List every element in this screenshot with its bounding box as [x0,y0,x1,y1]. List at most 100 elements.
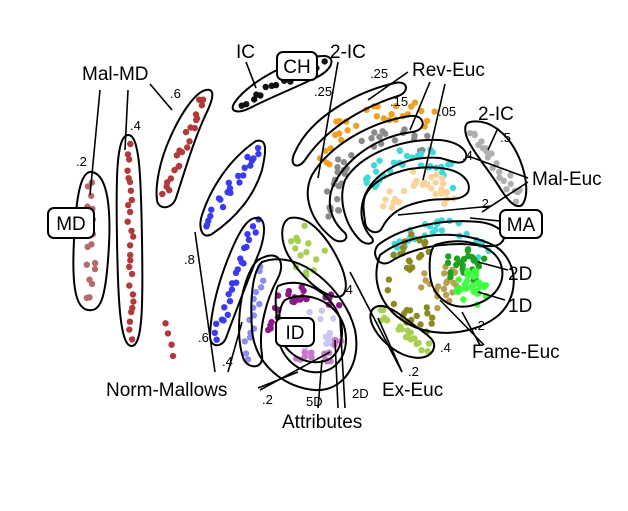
ic2-top-point [418,107,425,115]
mal-md-4-outline [115,134,144,347]
attributes-leader-2 [334,339,339,409]
ex-euc-upper-point [292,245,299,252]
attributes-lavender-point [330,315,337,322]
rev-peach-point [433,171,440,179]
norm-4-point [246,334,254,341]
attributes-lavender-point [322,333,330,340]
norm-8-outline [199,139,267,237]
mal-md-6-point [196,96,203,103]
one-d-label: 1D [508,296,532,317]
rev-peach-point [424,181,431,188]
ic2-gray-point [334,164,341,171]
ic-leader [245,61,257,89]
maleuc-4-param: .4 [462,148,473,163]
norm-light-outline [274,281,343,364]
rev-05-param: .05 [438,104,456,119]
ic2-top-point [338,136,345,144]
fame-olive-point [385,276,393,283]
ma-label-box [499,209,543,239]
fame-olive-light-point [434,304,441,312]
fame-green-dark-point [444,259,452,266]
norm-4-point [256,300,263,308]
fame-olive-point [413,312,420,320]
gray-right-outline [464,120,528,208]
cyan-arc-point [372,168,380,175]
ic2-gray-point [382,130,389,137]
cyan-arc-point [370,162,378,169]
ic2-gray-point [391,137,399,144]
norm-8-point [224,189,231,196]
ex-euc-lower-point [413,340,420,348]
fame-olive-point [400,244,407,252]
fame-olive-light-point [443,279,450,287]
mal-euc-label: Mal-Euc [532,169,602,190]
mal-md-4-point [124,218,131,225]
fame-green-dark-point [468,253,476,261]
yellowgreen-outline [281,216,347,298]
attributes-lavender-point [317,315,324,323]
norm-8-point [244,153,251,161]
fame-olive-point [429,314,436,321]
fame-olive-point [428,320,435,327]
rev-peach-point [439,187,446,195]
ic2-top-point [408,103,415,110]
fame-green-bright-point [469,282,476,289]
ic2-gray-point [401,126,408,133]
ic2-right-point [500,177,507,184]
rev-peach-point [400,187,408,195]
ma-label: MA [507,215,536,236]
fame-olive-point [390,251,397,259]
fame-olive-point [408,231,415,238]
mal-md-6-point [184,144,191,151]
norm-8-point [254,144,262,152]
norm-8-point [248,157,256,164]
norm-6-param: .6 [198,330,209,345]
mal-md-4-point [130,298,137,305]
ic2-top-point [335,130,343,137]
ic2-gray-point [334,196,341,203]
mal-md-4-point [128,270,136,278]
mal-md-4-point [127,140,134,148]
maleuc-2-param: .2 [478,196,489,211]
rev-25b-param: .25 [314,84,332,99]
fame-olive-point [390,300,398,308]
id-label: ID [286,323,305,344]
mal-md-6-point [171,166,178,174]
ic2-gray-point [348,152,355,159]
mal-euc-leader-1 [467,155,529,179]
two-ic-top-leader [317,61,339,179]
md-point [84,183,92,190]
norm-8-point [235,172,242,180]
rev-peach-point [390,199,397,206]
fame-green-dark-point [447,269,454,276]
ic2-right-point [503,186,510,193]
norm-4-param: .4 [222,354,233,369]
cyan-arc-point [418,150,425,157]
mal-md-4-point [126,326,133,333]
five-d-label: 5D [306,394,323,409]
ex-euc-lower-point [424,348,431,355]
ic2-gray-point [376,133,383,140]
md-label: MD [56,214,86,235]
cyan-arc-point [364,174,371,181]
ex-euc-lower-point [398,326,405,333]
norm-6-point [249,223,257,230]
norm-mallows-label: Norm-Mallows [106,380,227,401]
ic2-top-point [344,127,351,134]
norm-8-point [240,172,247,179]
fame-olive-light-point [422,277,429,284]
norm-6-point [211,329,218,336]
rev-15-param: .15 [390,94,408,109]
rev-peach-point [386,188,393,195]
norm-8-point [236,179,243,186]
two-d-leader [477,261,509,271]
cyan-band-point [438,227,446,234]
cyan-arc-point [396,147,403,154]
attributes-purple-point [336,302,343,309]
mal-md-6-point [173,152,181,159]
norm-8-point [208,206,215,213]
ic-label: IC [236,42,255,63]
mal-md-leader-2 [149,83,173,111]
ex-euc-leader-2 [349,271,403,373]
cyan-arc-point [445,161,452,168]
